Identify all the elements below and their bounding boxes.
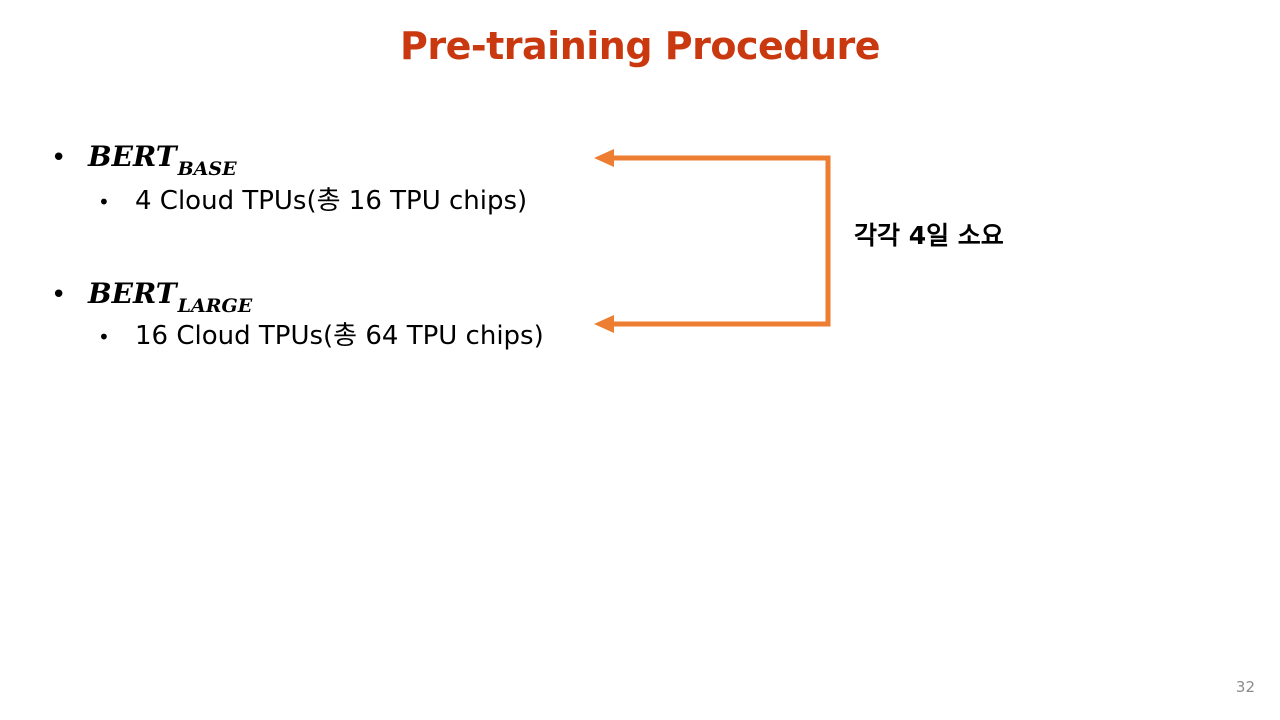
duration-annotation: 각각 4일 소요 xyxy=(854,221,1004,250)
bert-large-detail: 16 Cloud TPUs(총 64 TPU chips) xyxy=(135,321,544,351)
sub-bullet-marker: • xyxy=(98,325,110,349)
model-name-main: BERT xyxy=(88,277,177,310)
model-name-bert-large: BERTLARGE xyxy=(88,277,252,316)
bert-base-detail: 4 Cloud TPUs(총 16 TPU chips) xyxy=(135,186,528,216)
sub-bullet-marker: • xyxy=(98,190,110,214)
bullet-marker: • xyxy=(51,143,67,173)
bracket-line xyxy=(612,155,831,327)
slide-title: Pre-training Procedure xyxy=(399,24,881,68)
model-name-bert-base: BERTBASE xyxy=(88,140,237,179)
arrowhead-top-icon xyxy=(594,149,614,167)
bullet-marker: • xyxy=(51,280,67,310)
arrowhead-bottom-icon xyxy=(594,315,614,333)
model-name-main: BERT xyxy=(88,140,177,173)
slide-number: 32 xyxy=(1235,678,1255,696)
model-name-subscript: BASE xyxy=(177,158,237,180)
model-name-subscript: LARGE xyxy=(177,295,253,317)
